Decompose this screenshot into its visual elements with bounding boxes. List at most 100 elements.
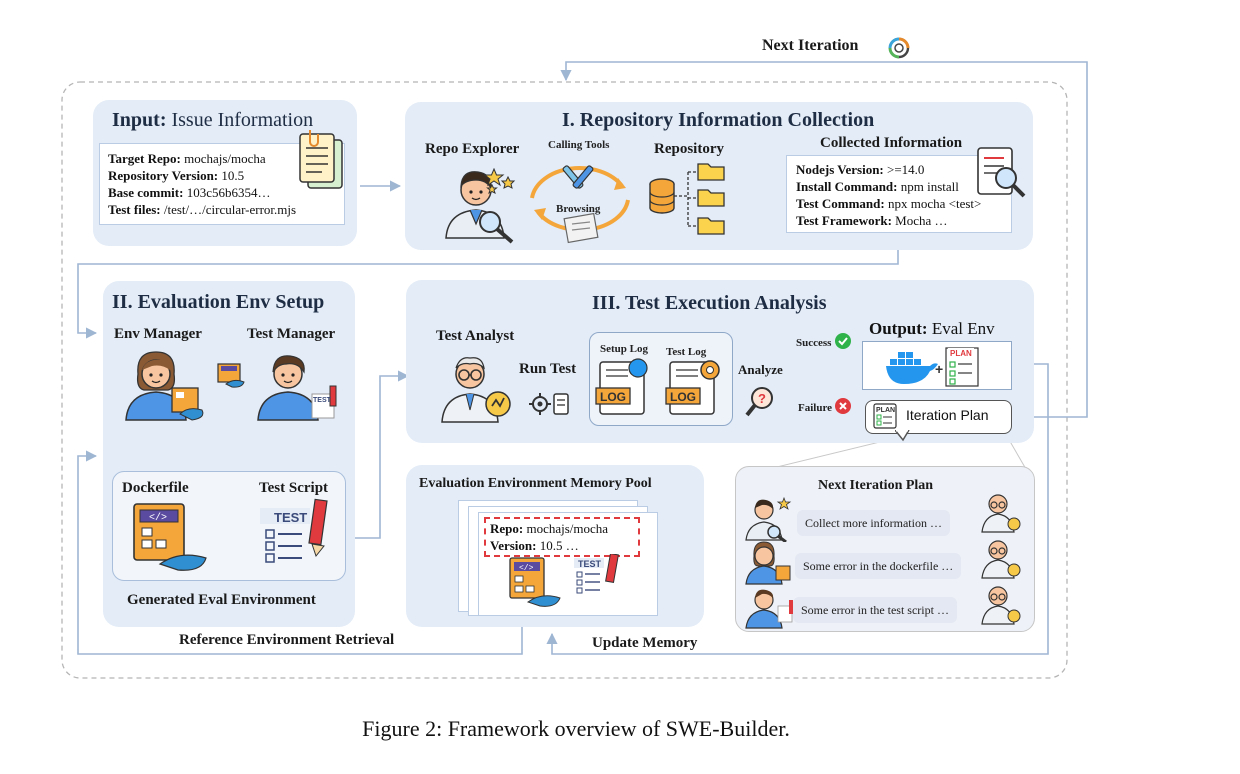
- speech-tail: [895, 430, 910, 442]
- input-title-rest: Issue Information: [166, 109, 314, 131]
- setup-title: II. Evaluation Env Setup: [112, 291, 325, 313]
- generated-env-box: [112, 471, 346, 581]
- svg-text:</>: </>: [149, 512, 167, 524]
- reference-retrieval-flow: [77, 450, 523, 655]
- wrench-icon: [562, 165, 594, 189]
- calling-tools-label: Calling Tools: [548, 139, 610, 151]
- plan-explorer-avatar: [745, 496, 792, 542]
- plan-env-avatar: [745, 541, 791, 585]
- generated-env-label: Generated Eval Environment: [127, 592, 316, 608]
- memory-dockerfile-icon: </>: [509, 557, 561, 607]
- input-title: Input: Issue Information: [112, 109, 313, 132]
- dockerfile-icon: </>: [133, 503, 207, 571]
- collected-info-label: Collected Information: [820, 135, 963, 151]
- setup-log-label: Setup Log: [600, 343, 648, 355]
- memory-pool-title: Evaluation Environment Memory Pool: [419, 476, 652, 491]
- test-script-icon: TEST: [260, 498, 328, 563]
- failure-x-icon: [835, 398, 851, 414]
- script-to-analysis-arrow: [346, 370, 410, 539]
- outer-dashed-frame: [61, 81, 1068, 679]
- failure-label: Failure: [798, 402, 833, 414]
- svg-text:PLAN: PLAN: [950, 349, 972, 358]
- browsing-label: Browsing: [556, 203, 601, 215]
- output-env-card: [862, 341, 1012, 390]
- report-search-icon: [977, 147, 1026, 198]
- plan-bubble-test: Some error in the test script …: [793, 597, 957, 623]
- issue-row-version: Repository Version: 10.5: [108, 168, 245, 183]
- collected-row-test-cmd: Test Command: npx mocha <test>: [796, 196, 982, 211]
- issue-row-testfiles: Test files: /test/…/circular-error.mjs: [108, 202, 297, 217]
- svg-text:+: +: [935, 361, 943, 377]
- plan-bubble-dockerfile: Some error in the dockerfile …: [795, 553, 962, 579]
- svg-text:</>: </>: [519, 564, 534, 573]
- next-iteration-label: Next Iteration: [762, 37, 859, 54]
- iteration-plan-label: Iteration Plan: [906, 407, 989, 423]
- plan-analyst-avatars: [981, 494, 1021, 625]
- memory-card-front: [478, 512, 658, 616]
- test-analyst-avatar: [441, 357, 511, 423]
- collected-row-framework: Test Framework: Mocha …: [796, 213, 948, 228]
- analysis-title: III. Test Execution Analysis: [592, 292, 827, 314]
- tool-cycle-graphic: [530, 165, 630, 244]
- memory-entry: Repo: mochajs/mocha Version: 10.5 …: [490, 520, 608, 554]
- reference-retrieval-label: Reference Environment Retrieval: [179, 632, 395, 648]
- output-title-rest: Eval Env: [927, 319, 995, 338]
- figure-caption: Figure 2: Framework overview of SWE-Buil…: [362, 716, 790, 741]
- repo-explorer-avatar: [445, 171, 514, 244]
- env-manager-label: Env Manager: [114, 326, 202, 342]
- analyze-label: Analyze: [738, 362, 783, 377]
- test-manager-label: Test Manager: [247, 326, 336, 342]
- collection-title: I. Repository Information Collection: [562, 109, 875, 131]
- svg-text:LOG: LOG: [600, 390, 626, 404]
- test-script-label: Test Script: [259, 480, 329, 496]
- output-to-memory-flow: [546, 363, 1049, 655]
- run-test-label: Run Test: [519, 361, 577, 377]
- dockerfile-label: Dockerfile: [122, 480, 189, 496]
- test-log-label: Test Log: [666, 346, 707, 358]
- docker-plus-test-icon: + PLAN: [886, 347, 979, 387]
- test-manager-avatar: TEST: [257, 355, 337, 421]
- memory-row-repo: Repo: mochajs/mocha: [490, 521, 609, 536]
- plan-analyst-avatar-1: [981, 494, 1021, 533]
- analyze-magnifier-icon: ?: [745, 387, 773, 417]
- test-analyst-label: Test Analyst: [436, 328, 515, 344]
- input-title-bold: Input:: [112, 109, 167, 131]
- repo-explorer-label: Repo Explorer: [425, 141, 520, 157]
- output-title-bold: Output:: [869, 319, 928, 338]
- svg-text:TEST: TEST: [313, 397, 332, 404]
- next-plan-title: Next Iteration Plan: [818, 478, 934, 493]
- plan-doc-icon: PLAN: [873, 403, 897, 429]
- documents-icon: [299, 130, 343, 189]
- log-files-icon: LOG LOG: [595, 358, 720, 415]
- plan-analyst-avatar-3: [981, 586, 1021, 625]
- stars-icon: [484, 168, 516, 194]
- collected-row-node: Nodejs Version: >=14.0: [796, 162, 925, 177]
- browse-doc-icon: [563, 212, 599, 244]
- svg-text:TEST: TEST: [274, 510, 307, 525]
- success-label: Success: [796, 337, 832, 349]
- collection-to-setup-arrow: [77, 232, 899, 339]
- svg-text:LOG: LOG: [670, 390, 696, 404]
- memory-row-version: Version: 10.5 …: [490, 538, 579, 553]
- memory-test-icon: TEST: [574, 554, 619, 594]
- svg-text:TEST: TEST: [578, 559, 602, 569]
- next-iteration-loop: [560, 61, 1088, 418]
- collected-info-card: Nodejs Version: >=14.0 Install Command: …: [786, 155, 1012, 233]
- repository-label: Repository: [654, 141, 724, 157]
- repository-tree-icon: [649, 163, 725, 235]
- dockerfile-mini-icon: [217, 363, 245, 388]
- svg-text:?: ?: [758, 391, 766, 406]
- svg-text:PLAN: PLAN: [876, 407, 895, 414]
- issue-row-commit: Base commit: 103c56b6354…: [108, 185, 271, 200]
- memory-highlight-box: [484, 517, 640, 557]
- plan-bubble-collect: Collect more information …: [797, 510, 950, 536]
- plan-test-avatar: [745, 589, 793, 629]
- success-check-icon: [835, 333, 851, 349]
- issue-row-repo: Target Repo: mochajs/mocha: [108, 151, 266, 166]
- plan-analyst-avatar-2: [981, 540, 1021, 579]
- env-manager-avatar: [125, 351, 204, 421]
- cycle-icon: [888, 37, 910, 59]
- update-memory-label: Update Memory: [592, 635, 698, 651]
- output-title: Output: Eval Env: [869, 319, 995, 339]
- run-gear-icon: [529, 393, 569, 415]
